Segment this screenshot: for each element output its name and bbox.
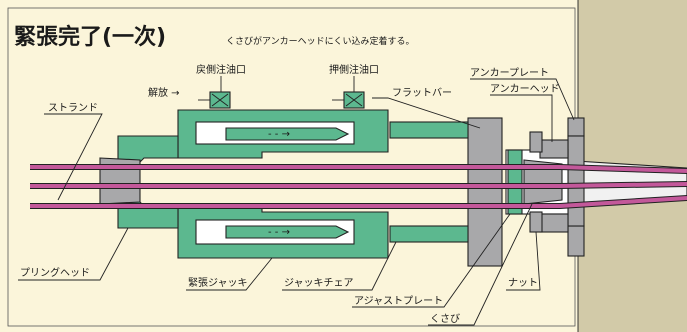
leader-strand (44, 113, 103, 201)
leader-nut (506, 231, 541, 291)
anchor-head-upper (539, 139, 569, 159)
diagram-subtitle: くさびがアンカーヘッドにくい込み定着する。 (226, 35, 414, 47)
leader-anchor-plate (470, 78, 575, 121)
strand-bottom (30, 196, 687, 208)
flat-bar (467, 117, 503, 267)
push-port-cross (345, 93, 363, 107)
leader-flat-bar (372, 97, 481, 129)
label-anchor-head: アンカーヘッド (490, 83, 560, 95)
leader-anchor-head (490, 94, 553, 142)
return-port-cross (211, 93, 229, 107)
anchor-plate-upper (567, 117, 585, 137)
label-flat-bar: フラットバー (392, 87, 452, 99)
anchor-plate-center (567, 135, 585, 227)
leader-wedge (428, 203, 533, 326)
lower-piston (225, 225, 350, 239)
leader-jack-chair (282, 241, 397, 291)
leader-tension-jack (186, 257, 273, 291)
label-tension-jack: 緊張ジャッキ (188, 277, 248, 289)
anchor-plate-lower (567, 225, 585, 257)
nut-lower (529, 211, 543, 233)
label-gripping-head: プリングヘッド (20, 266, 90, 279)
label-anchor-plate: アンカープレート (470, 67, 549, 79)
strands (30, 164, 687, 209)
label-adjust-plate: アジャストプレート (354, 295, 443, 307)
label-nut: ナット (508, 277, 538, 289)
anchor-head-wedges (523, 159, 563, 205)
jack-chair-top (389, 121, 469, 139)
strand-top (30, 165, 687, 173)
strand-middle (30, 182, 687, 188)
label-strand: ストランド (48, 102, 98, 114)
upper-piston-arrow: - - → (268, 129, 290, 140)
label-return-port: 戻側注油口 (196, 63, 246, 76)
label-jack-chair: ジャッキチェア (284, 277, 354, 289)
anchor-head-lower (539, 213, 569, 233)
leader-adjust-plate (352, 213, 511, 308)
label-wedge: くさび (430, 313, 460, 325)
lower-piston-arrow: - - → (268, 227, 290, 238)
jack-chair-bottom (389, 225, 469, 243)
diagram-title: 緊張完了(一次) (14, 24, 166, 50)
label-release: 解放 → (148, 86, 180, 99)
label-push-port: 押側注油口 (329, 63, 379, 76)
nut-upper (529, 131, 543, 153)
upper-piston (225, 127, 350, 141)
leader-gripping-head (18, 227, 129, 281)
